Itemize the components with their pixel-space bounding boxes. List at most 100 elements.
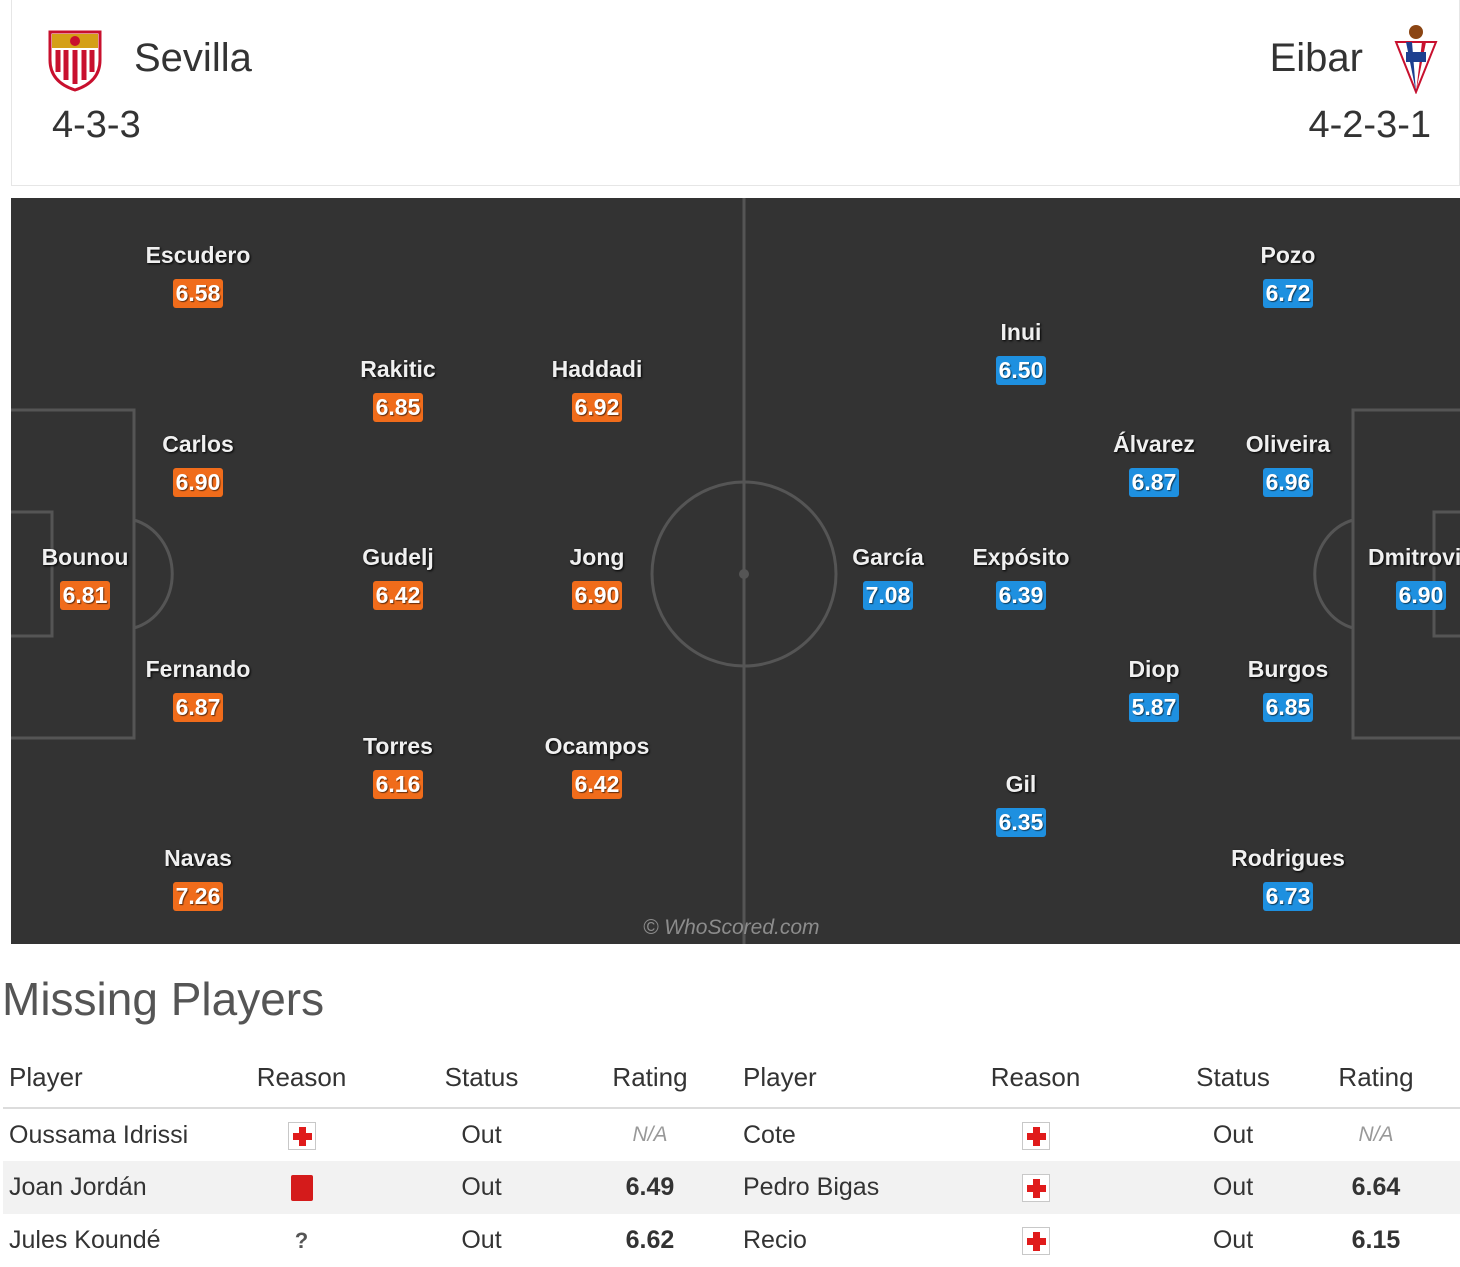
col-header-player[interactable]: Player <box>3 1048 203 1109</box>
player-rating: 6.96 <box>1262 468 1314 497</box>
player-away-gil[interactable]: Gil 6.35 <box>941 771 1101 837</box>
player-rating: 6.16 <box>372 770 424 799</box>
rating-cell: 6.49 <box>563 1161 737 1214</box>
missing-player-name[interactable]: Jules Koundé <box>9 1226 161 1254</box>
player-name: Ocampos <box>544 733 650 759</box>
match-header: Sevilla 4-3-3 Eibar 4-2-3-1 <box>11 0 1460 186</box>
player-rating: 6.87 <box>172 693 224 722</box>
table-row: Jules Koundé ? Out 6.62 Recio Out 6.15 <box>3 1214 1460 1267</box>
status-cell: Out <box>1174 1161 1292 1214</box>
player-rating: 7.26 <box>172 882 224 911</box>
player-name: García <box>852 544 924 570</box>
rating-cell: 6.64 <box>1292 1161 1460 1214</box>
player-home-jong[interactable]: Jong 6.90 <box>517 544 677 610</box>
table-row: Oussama Idrissi Out N/A Cote Out N/A <box>3 1108 1460 1161</box>
player-name: Diop <box>1128 656 1180 682</box>
player-name: Oliveira <box>1245 431 1331 457</box>
sevilla-crest-icon <box>48 30 102 92</box>
missing-player-name[interactable]: Cote <box>743 1120 796 1149</box>
col-header-reason[interactable]: Reason <box>203 1048 400 1109</box>
player-name: Carlos <box>162 431 234 457</box>
player-name: Dmitrovic <box>1367 544 1460 570</box>
reason-cell <box>897 1108 1174 1161</box>
status-cell: Out <box>1212 1226 1254 1254</box>
player-away-diop[interactable]: Diop 5.87 <box>1074 656 1234 722</box>
player-name: Haddadi <box>551 356 643 382</box>
player-away-burgos[interactable]: Burgos 6.85 <box>1208 656 1368 722</box>
player-home-bounou[interactable]: Bounou 6.81 <box>11 544 165 610</box>
player-rating: 6.72 <box>1262 279 1314 308</box>
missing-player-name[interactable]: Pedro Bigas <box>737 1161 897 1214</box>
player-name: Burgos <box>1247 656 1329 682</box>
status-cell: Out <box>461 1226 502 1254</box>
status-cell: Out <box>461 1120 502 1149</box>
player-away-exposito[interactable]: Expósito 6.39 <box>941 544 1101 610</box>
missing-player-name[interactable]: Joan Jordán <box>3 1161 203 1214</box>
table-header-row: Player Reason Status Rating Player Reaso… <box>3 1048 1460 1109</box>
player-name: Rodrigues <box>1231 845 1345 871</box>
watermark: © WhoScored.com <box>643 916 820 939</box>
injury-icon <box>1021 1121 1050 1150</box>
player-rating: 6.42 <box>372 581 424 610</box>
table-row: Joan Jordán Out 6.49 Pedro Bigas Out 6.6… <box>3 1161 1460 1214</box>
reason-cell <box>203 1161 400 1214</box>
player-name: Jong <box>569 544 625 570</box>
injury-icon <box>1021 1227 1050 1256</box>
player-away-inui[interactable]: Inui 6.50 <box>941 319 1101 385</box>
player-home-navas[interactable]: Navas 7.26 <box>118 845 278 911</box>
player-home-carlos[interactable]: Carlos 6.90 <box>118 431 278 497</box>
unknown-icon: ? <box>294 1228 309 1254</box>
away-team-name[interactable]: Eibar <box>1269 36 1363 80</box>
missing-player-name[interactable]: Oussama Idrissi <box>9 1120 189 1149</box>
player-name: Álvarez <box>1113 431 1195 457</box>
player-home-haddadi[interactable]: Haddadi 6.92 <box>517 356 677 422</box>
rating-cell: 6.62 <box>625 1226 675 1254</box>
player-rating: 6.58 <box>172 279 224 308</box>
player-home-torres[interactable]: Torres 6.16 <box>318 733 478 799</box>
player-rating: 6.92 <box>571 393 623 422</box>
col-header-reason[interactable]: Reason <box>897 1048 1174 1109</box>
player-away-alvarez[interactable]: Álvarez 6.87 <box>1074 431 1234 497</box>
player-away-dmitrovic[interactable]: Dmitrovic 6.90 <box>1341 544 1460 610</box>
injury-icon <box>287 1121 316 1150</box>
player-rating: 6.35 <box>995 808 1047 837</box>
reason-cell: ? <box>203 1214 400 1267</box>
home-team-name[interactable]: Sevilla <box>134 36 252 80</box>
player-home-escudero[interactable]: Escudero 6.58 <box>118 242 278 308</box>
player-name: Torres <box>363 733 433 759</box>
player-rating: 6.85 <box>1262 693 1314 722</box>
lineup-pitch: Bounou 6.81 Escudero 6.58 Carlos 6.90 Fe… <box>11 198 1460 944</box>
col-header-rating[interactable]: Rating <box>1292 1048 1460 1109</box>
col-header-status[interactable]: Status <box>1174 1048 1292 1109</box>
player-home-fernando[interactable]: Fernando 6.87 <box>118 656 278 722</box>
col-header-rating[interactable]: Rating <box>563 1048 737 1109</box>
player-away-pozo[interactable]: Pozo 6.72 <box>1208 242 1368 308</box>
injury-icon <box>1021 1174 1050 1203</box>
status-cell: Out <box>1212 1120 1254 1149</box>
reason-cell <box>897 1161 1174 1214</box>
player-rating: 6.90 <box>172 468 224 497</box>
player-home-gudelj[interactable]: Gudelj 6.42 <box>318 544 478 610</box>
col-header-player[interactable]: Player <box>737 1048 897 1109</box>
player-away-rodrigues[interactable]: Rodrigues 6.73 <box>1208 845 1368 911</box>
player-home-ocampos[interactable]: Ocampos 6.42 <box>517 733 677 799</box>
player-away-oliveira[interactable]: Oliveira 6.96 <box>1208 431 1368 497</box>
player-name: Expósito <box>972 544 1070 570</box>
col-header-status[interactable]: Status <box>400 1048 563 1109</box>
player-rating: 6.42 <box>571 770 623 799</box>
away-formation: 4-2-3-1 <box>1308 104 1432 146</box>
missing-player-name[interactable]: Recio <box>743 1226 807 1254</box>
rating-cell: 6.15 <box>1351 1226 1401 1254</box>
eibar-crest-icon <box>1394 25 1438 94</box>
player-away-garcia[interactable]: García 7.08 <box>808 544 968 610</box>
player-rating: 6.85 <box>372 393 424 422</box>
rating-cell: N/A <box>1358 1123 1394 1146</box>
player-name: Navas <box>164 845 232 871</box>
player-name: Fernando <box>145 656 251 682</box>
player-rating: 6.39 <box>995 581 1047 610</box>
player-rating: 5.87 <box>1128 693 1180 722</box>
player-rating: 6.90 <box>571 581 623 610</box>
pitch-markings <box>11 198 1460 944</box>
player-home-rakitic[interactable]: Rakitic 6.85 <box>318 356 478 422</box>
player-name: Rakitic <box>360 356 436 382</box>
